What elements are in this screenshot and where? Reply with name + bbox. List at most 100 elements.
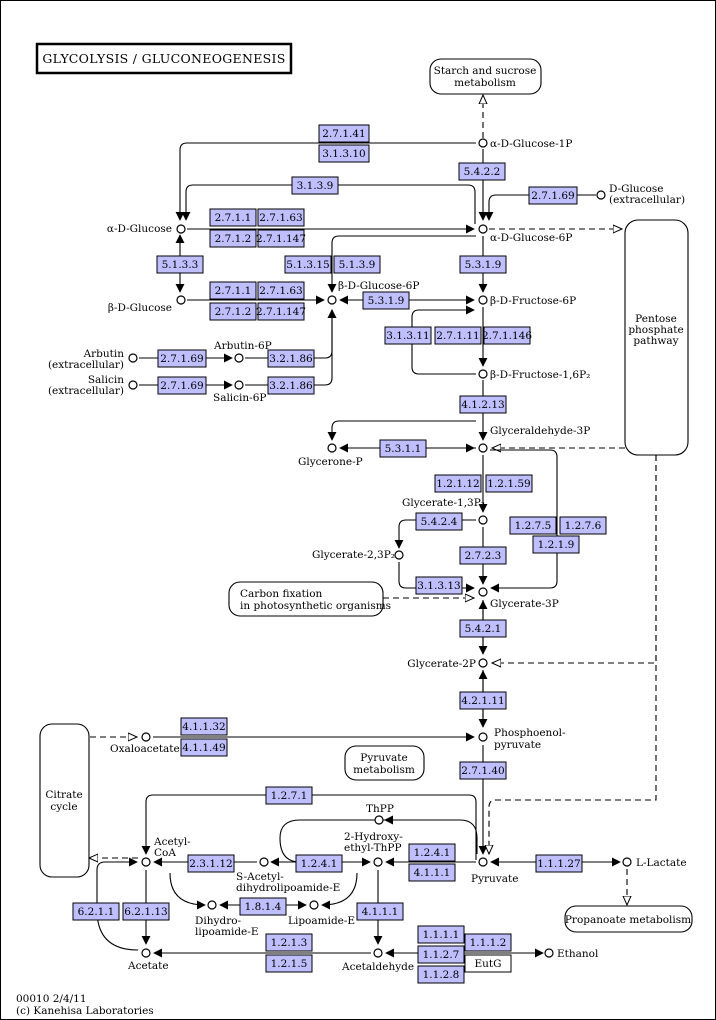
compound-glycerate-13p2[interactable]: Glycerate-1,3P₂ [402, 497, 488, 525]
enzyme-1-2-7-6[interactable]: 1.2.7.6 [559, 516, 607, 535]
enzyme-5-1-3-3[interactable]: 5.1.3.3 [156, 255, 204, 274]
enzyme-2-7-1-63-alpha[interactable]: 2.7.1.63 [257, 208, 305, 227]
enzyme-1-1-2-7[interactable]: 1.1.2.7 [417, 945, 465, 964]
enzyme-1-2-4-1-b[interactable]: 1.2.4.1 [408, 843, 456, 862]
enzyme-6-2-1-1[interactable]: 6.2.1.1 [72, 902, 120, 921]
enzyme-1-2-1-3[interactable]: 1.2.1.3 [265, 933, 313, 952]
compound-glycerate-23p2[interactable]: Glycerate-2,3P₂ [312, 549, 404, 561]
enzyme-2-7-1-69-salicin[interactable]: 2.7.1.69 [157, 376, 207, 395]
compound-oxaloacetate[interactable]: Oxaloacetate [110, 732, 180, 755]
enzyme-3-1-3-11[interactable]: 3.1.3.11 [384, 326, 432, 345]
enzyme-1-8-1-4[interactable]: 1.8.1.4 [239, 897, 287, 916]
compound-arbutin-6p[interactable]: Arbutin-6P [213, 340, 272, 363]
enzyme-2-7-2-3[interactable]: 2.7.2.3 [459, 546, 507, 565]
enzyme-2-7-1-41[interactable]: 2.7.1.41 [318, 124, 370, 143]
compound-acetate[interactable]: Acetate [127, 948, 169, 972]
enzyme-5-3-1-9-beta[interactable]: 5.3.1.9 [362, 291, 410, 310]
gene-eutg[interactable]: EutG [464, 954, 512, 973]
enzyme-2-3-1-12[interactable]: 2.3.1.12 [187, 854, 235, 873]
enzyme-2-7-1-1-alpha[interactable]: 2.7.1.1 [209, 208, 257, 227]
compound-acetaldehyde[interactable]: Acetaldehyde [341, 948, 414, 973]
compound-dihydrolipoamide-e[interactable]: Dihydro- lipoamide-E [195, 900, 258, 938]
enzyme-3-1-3-10[interactable]: 3.1.3.10 [318, 144, 370, 163]
enzyme-5-4-2-1[interactable]: 5.4.2.1 [459, 619, 507, 638]
enzyme-2-7-1-146[interactable]: 2.7.1.146 [482, 326, 532, 345]
enzyme-1-1-2-8[interactable]: 1.1.2.8 [417, 965, 465, 984]
enzyme-4-1-1-1-a[interactable]: 4.1.1.1 [408, 863, 456, 882]
compound-beta-d-glucose[interactable]: β-D-Glucose [108, 295, 186, 314]
enzyme-1-1-1-27[interactable]: 1.1.1.27 [535, 854, 583, 873]
footer: 00010 2/4/11 (c) Kanehisa Laboratories [16, 993, 154, 1017]
enzyme-2-7-1-147-alpha[interactable]: 2.7.1.147 [256, 229, 306, 248]
map-link-citrate[interactable]: Citrate cycle [39, 723, 90, 878]
compound-s-acetyl-dihydrolipoamide-e[interactable]: S-Acetyl- dihydrolipoamide-E [236, 857, 340, 894]
compound-salicin-6p[interactable]: Salicin-6P [213, 380, 266, 404]
map-link-pyruvate[interactable]: Pyruvate metabolism [344, 745, 425, 781]
compound-glycerone-p[interactable]: Glycerone-P [298, 443, 363, 468]
svg-text:6.2.1.1: 6.2.1.1 [78, 906, 115, 918]
enzyme-5-3-1-1[interactable]: 5.3.1.1 [379, 439, 427, 458]
compound-arbutin-extracellular[interactable]: Arbutin (extracellular) [48, 348, 138, 371]
enzyme-1-1-1-1[interactable]: 1.1.1.1 [417, 925, 465, 944]
enzyme-2-7-1-2-alpha[interactable]: 2.7.1.2 [209, 229, 257, 248]
compound-2-hydroxyethyl-thpp[interactable]: 2-Hydroxy- ethyl-ThPP [344, 831, 403, 867]
enzyme-6-2-1-13[interactable]: 6.2.1.13 [122, 902, 170, 921]
enzyme-3-2-1-86-arbutin[interactable]: 3.2.1.86 [267, 349, 315, 368]
svg-text:1.1.2.7: 1.1.2.7 [423, 949, 460, 961]
svg-text:D-Glucose: D-Glucose [609, 183, 663, 195]
enzyme-2-7-1-1-beta[interactable]: 2.7.1.1 [209, 281, 257, 300]
enzyme-2-7-1-69-glucose[interactable]: 2.7.1.69 [528, 186, 578, 205]
compound-phosphoenolpyruvate[interactable]: Phosphoenol- pyruvate [478, 727, 566, 751]
enzyme-4-1-1-1-b[interactable]: 4.1.1.1 [356, 902, 404, 921]
svg-text:2.7.1.146: 2.7.1.146 [482, 330, 532, 342]
enzyme-2-7-1-2-beta[interactable]: 2.7.1.2 [209, 302, 257, 321]
enzyme-4-1-2-13[interactable]: 4.1.2.13 [459, 395, 507, 414]
compound-beta-d-fructose-6p[interactable]: β-D-Fructose-6P [478, 295, 576, 307]
enzyme-2-7-1-147-beta[interactable]: 2.7.1.147 [256, 302, 306, 321]
compound-alpha-d-glucose-1p[interactable]: α-D-Glucose-1P [478, 138, 572, 150]
enzyme-5-4-2-4[interactable]: 5.4.2.4 [415, 512, 463, 531]
svg-text:ethyl-ThPP: ethyl-ThPP [344, 842, 402, 854]
enzyme-1-2-1-12[interactable]: 1.2.1.12 [434, 474, 482, 493]
enzyme-2-7-1-40[interactable]: 2.7.1.40 [459, 761, 507, 780]
compound-ethanol[interactable]: Ethanol [544, 948, 599, 960]
enzyme-3-2-1-86-salicin[interactable]: 3.2.1.86 [267, 376, 315, 395]
map-link-pentose[interactable]: Pentose phosphate pathway [624, 219, 689, 456]
compound-thpp[interactable]: ThPP [366, 803, 394, 825]
enzyme-2-7-1-11[interactable]: 2.7.1.11 [434, 326, 482, 345]
enzyme-1-2-4-1-a[interactable]: 1.2.4.1 [295, 854, 343, 873]
enzyme-5-1-3-9[interactable]: 5.1.3.9 [333, 255, 381, 274]
enzyme-4-1-1-32[interactable]: 4.1.1.32 [180, 717, 228, 736]
compound-d-glucose-extracellular[interactable]: D-Glucose (extracellular) [596, 183, 685, 206]
enzyme-1-1-1-2[interactable]: 1.1.1.2 [464, 933, 512, 952]
map-link-propanoate[interactable]: Propanoate metabolism [564, 905, 693, 933]
enzyme-2-7-1-69-arbutin[interactable]: 2.7.1.69 [157, 349, 207, 368]
compound-l-lactate[interactable]: L-Lactate [622, 857, 687, 869]
compound-pyruvate[interactable]: Pyruvate [471, 857, 518, 885]
compound-glycerate-3p[interactable]: Glycerate-3P [478, 587, 559, 610]
enzyme-4-2-1-11[interactable]: 4.2.1.11 [459, 691, 507, 710]
enzyme-2-7-1-63-beta[interactable]: 2.7.1.63 [257, 281, 305, 300]
compound-lipoamide-e[interactable]: Lipoamide-E [288, 900, 355, 927]
enzyme-3-1-3-13[interactable]: 3.1.3.13 [415, 576, 463, 595]
enzyme-1-2-1-5[interactable]: 1.2.1.5 [265, 954, 313, 973]
compound-glycerate-2p[interactable]: Glycerate-2P [407, 658, 488, 670]
compound-beta-d-glucose-6p[interactable]: β-D-Glucose-6P [327, 280, 419, 305]
enzyme-1-2-1-9[interactable]: 1.2.1.9 [532, 535, 580, 554]
enzyme-5-4-2-2[interactable]: 5.4.2.2 [458, 162, 506, 181]
compound-acetyl-coa[interactable]: Acetyl- CoA [141, 836, 191, 867]
map-link-carbon-fixation[interactable]: Carbon fixation in photosynthetic organi… [228, 581, 391, 617]
compound-alpha-d-glucose-6p[interactable]: α-D-Glucose-6P [478, 224, 572, 244]
compound-alpha-d-glucose[interactable]: α-D-Glucose [107, 223, 186, 235]
enzyme-1-2-1-59[interactable]: 1.2.1.59 [485, 474, 533, 493]
compound-glyceraldehyde-3p[interactable]: Glyceraldehyde-3P [478, 425, 590, 453]
enzyme-1-2-7-5[interactable]: 1.2.7.5 [509, 516, 557, 535]
enzyme-3-1-3-9[interactable]: 3.1.3.9 [291, 176, 339, 195]
enzyme-1-2-7-1[interactable]: 1.2.7.1 [265, 786, 313, 805]
enzyme-5-1-3-15[interactable]: 5.1.3.15 [284, 255, 332, 274]
map-link-starch[interactable]: Starch and sucrose metabolism [429, 58, 542, 95]
enzyme-4-1-1-49[interactable]: 4.1.1.49 [180, 738, 228, 757]
compound-beta-d-fructose-16p2[interactable]: β-D-Fructose-1,6P₂ [478, 369, 590, 381]
enzyme-5-3-1-9-alpha[interactable]: 5.3.1.9 [459, 255, 507, 274]
compound-salicin-extracellular[interactable]: Salicin (extracellular) [48, 374, 138, 397]
